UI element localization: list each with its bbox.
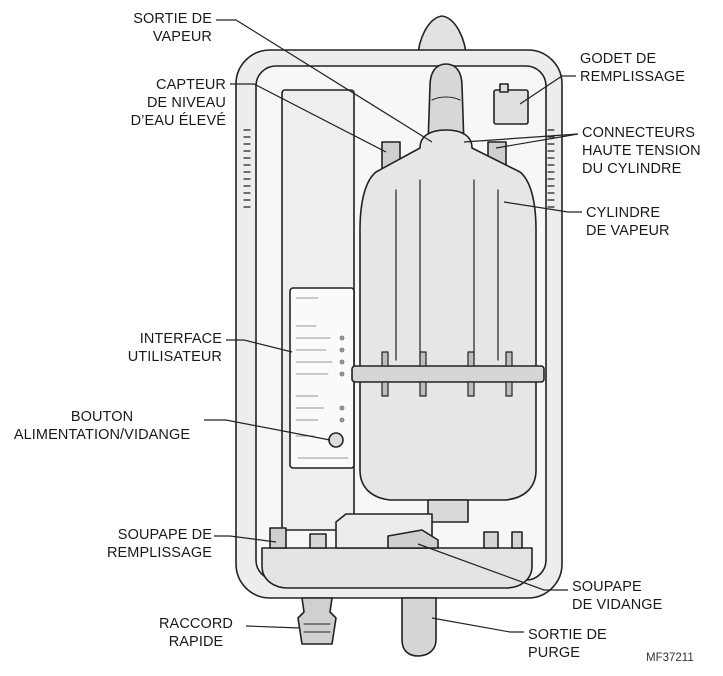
label-line: DE VAPEUR: [586, 223, 670, 239]
label-sortie-purge: SORTIE DE PURGE: [528, 626, 638, 662]
label-raccord-rapide: RACCORD RAPIDE: [148, 615, 244, 651]
label-line: HAUTE TENSION: [582, 143, 701, 159]
label-line: CONNECTEURS: [582, 125, 696, 141]
label-interface-utilisateur: INTERFACE UTILISATEUR: [102, 330, 222, 366]
label-line: REMPLISSAGE: [580, 69, 686, 85]
label-line: INTERFACE: [139, 331, 222, 347]
label-godet-remplissage: GODET DE REMPLISSAGE: [580, 50, 720, 86]
label-line: SORTIE DE: [133, 11, 212, 27]
leader-sortie-purge: [431, 617, 524, 633]
label-line: SORTIE DE: [528, 627, 607, 643]
user-interface-panel: [289, 287, 355, 469]
label-connecteurs: CONNECTEURS HAUTE TENSION DU CYLINDRE: [582, 124, 722, 178]
label-bouton: BOUTON ALIMENTATION/VIDANGE: [2, 408, 202, 444]
cylinder-ribs: [395, 179, 499, 361]
label-cylindre-vapeur: CYLINDRE DE VAPEUR: [586, 204, 716, 240]
power-drain-button-shape: [328, 432, 344, 448]
label-line: ALIMENTATION/VIDANGE: [13, 427, 191, 443]
label-line: PURGE: [528, 645, 581, 661]
leader-lines: [204, 19, 582, 633]
leader-sortie-vapeur: [216, 19, 433, 143]
quick-connect-fitting: [297, 597, 337, 645]
base-tray: [261, 547, 533, 589]
side-vents-right: [547, 129, 555, 208]
drain-valve-body: [387, 529, 439, 549]
label-line: RAPIDE: [168, 634, 224, 650]
label-capteur-niveau: CAPTEUR DE NIVEAU D’EAU ÉLEVÉ: [106, 76, 226, 130]
ui-panel-rows: [295, 297, 349, 459]
steam-cylinder: [359, 129, 537, 501]
label-line: DE NIVEAU: [146, 95, 226, 111]
cylinder-clips: [381, 351, 513, 397]
label-line: DE VIDANGE: [572, 597, 663, 613]
leader-interface: [226, 339, 293, 353]
leader-cylindre: [503, 201, 582, 213]
label-sortie-vapeur: SORTIE DE VAPEUR: [112, 10, 212, 46]
leader-soupape-remplissage: [214, 535, 277, 543]
label-soupape-remplissage: SOUPAPE DE REMPLISSAGE: [92, 526, 212, 562]
cylinder-band: [351, 365, 545, 383]
leader-godet: [519, 75, 576, 105]
side-vents-left: [243, 129, 251, 208]
label-line: SOUPAPE DE: [117, 527, 212, 543]
label-line: DU CYLINDRE: [582, 161, 682, 177]
label-line: VAPEUR: [152, 29, 212, 45]
leader-raccord: [245, 625, 301, 629]
label-line: CAPTEUR: [156, 77, 226, 93]
purge-outlet: [401, 597, 437, 657]
steam-outlet-hose: [427, 63, 465, 146]
top-hanger: [417, 15, 467, 59]
label-line: BOUTON: [70, 409, 134, 425]
label-line: UTILISATEUR: [127, 349, 222, 365]
label-line: REMPLISSAGE: [106, 545, 212, 561]
label-line: SOUPAPE: [572, 579, 642, 595]
leader-bouton: [204, 419, 331, 441]
label-soupape-vidange: SOUPAPE DE VIDANGE: [572, 578, 702, 614]
leader-capteur: [230, 83, 387, 153]
leader-soupape-vidange: [417, 543, 568, 591]
cylinder-neck: [427, 499, 469, 523]
fill-cup: [493, 89, 529, 125]
leader-connecteurs-1: [463, 133, 579, 143]
figure-code: MF37211: [646, 652, 694, 664]
label-line: GODET DE: [580, 51, 657, 67]
label-line: D’EAU ÉLEVÉ: [130, 113, 226, 129]
label-line: CYLINDRE: [586, 205, 661, 221]
fill-valve-body: [269, 527, 287, 549]
leader-connecteurs-2: [495, 133, 579, 149]
label-line: RACCORD: [158, 616, 233, 632]
